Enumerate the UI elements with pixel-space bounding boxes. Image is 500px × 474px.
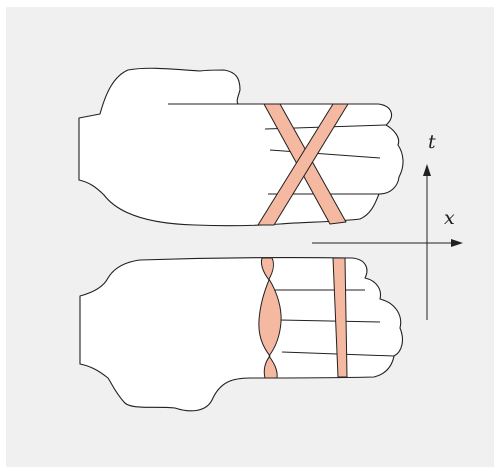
top-hand-outline: [79, 68, 403, 225]
space-axis-label: x: [444, 207, 455, 229]
bottom-hand-outline: [80, 258, 402, 411]
time-axis-arrowhead: [423, 164, 431, 176]
top-hand: [79, 68, 403, 225]
space-axis-arrowhead: [451, 239, 463, 247]
time-axis-label: t: [428, 131, 436, 153]
bottom-hand: [80, 258, 402, 411]
